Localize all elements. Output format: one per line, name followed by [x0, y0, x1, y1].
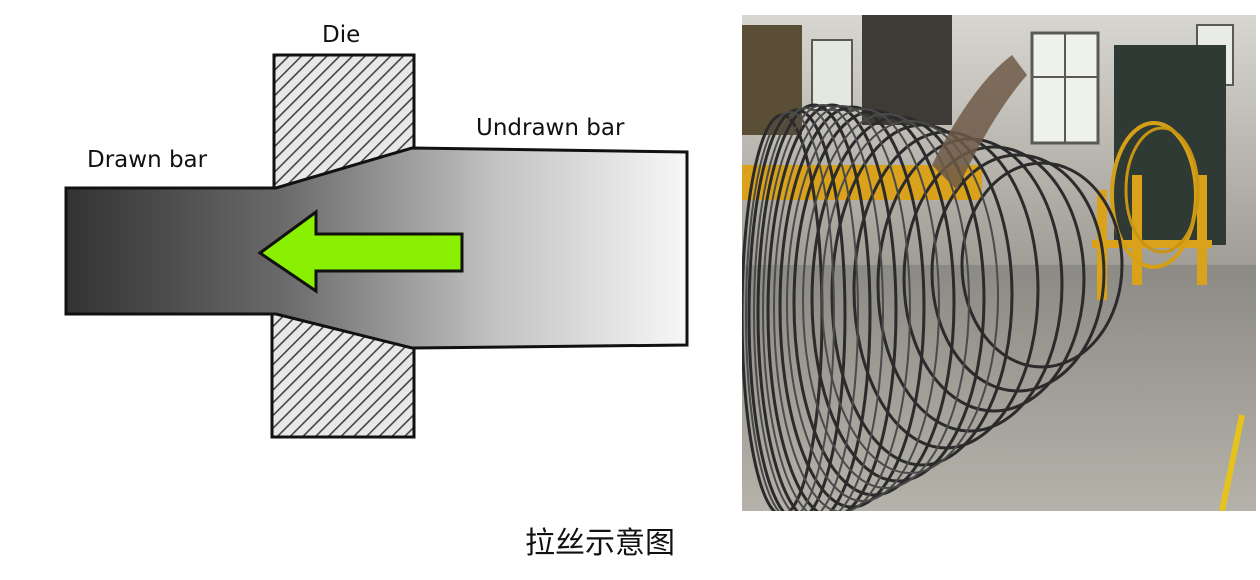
diagram-graphic — [64, 53, 689, 439]
wire-coil-photo-graphic — [742, 15, 1256, 511]
undrawn-bar-label: Undrawn bar — [476, 115, 625, 141]
wire-coil-photo — [742, 15, 1256, 511]
drawing-direction-arrow — [257, 209, 464, 294]
drawn-bar-label: Drawn bar — [87, 147, 208, 173]
wire-drawing-diagram: Die Drawn bar Undrawn bar — [0, 0, 720, 500]
caption: 拉丝示意图 — [525, 526, 675, 561]
die-label: Die — [322, 22, 361, 48]
